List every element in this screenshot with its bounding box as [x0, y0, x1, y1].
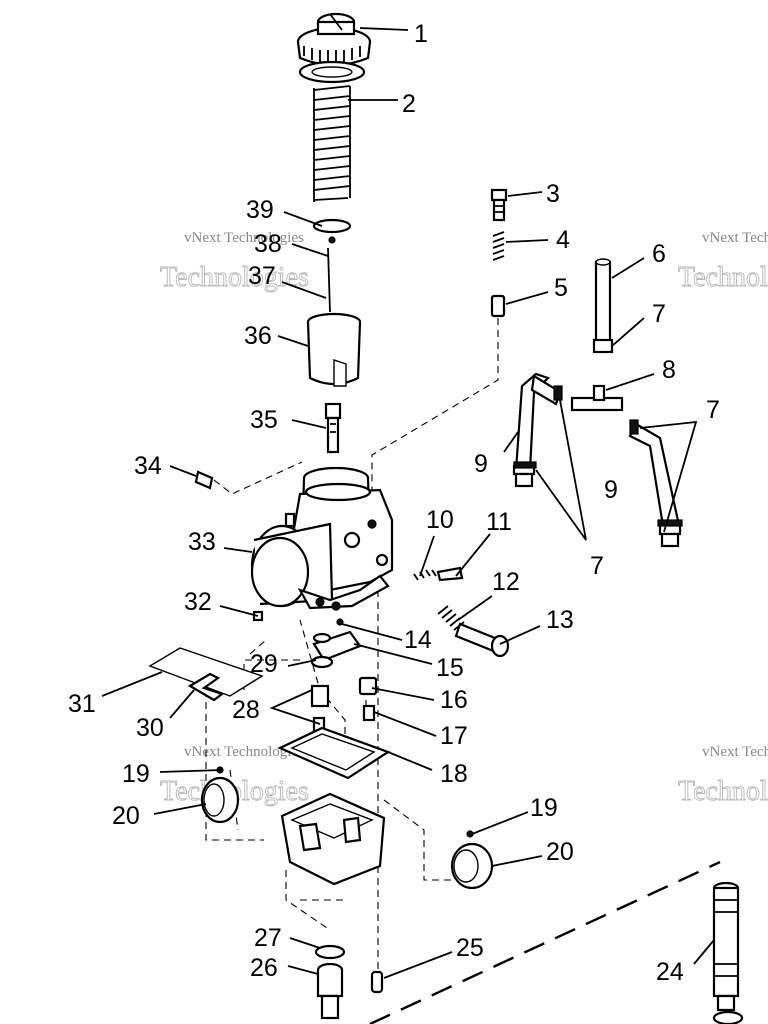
callout-4: 4: [556, 226, 570, 254]
part-27-washer: [314, 944, 346, 960]
leader-lines: [101, 27, 715, 979]
callout-10: 10: [426, 506, 454, 534]
part-20-cap-left: [200, 776, 240, 824]
svg-text:vNext Technologies: vNext Technologies: [184, 744, 304, 760]
callout-7-top: 7: [652, 300, 666, 328]
part-25-screw: [370, 970, 384, 994]
callout-18: 18: [440, 760, 468, 788]
part-7-hose-clamps: [513, 385, 683, 527]
part-6-vent-tube: [592, 258, 614, 354]
callout-12: 12: [492, 568, 520, 596]
svg-text:vNext Technologies: vNext Technologies: [702, 744, 768, 760]
callout-20-right: 20: [546, 838, 574, 866]
callout-7-right: 7: [706, 396, 720, 424]
callout-26: 26: [250, 954, 278, 982]
part-13-screw: [454, 622, 510, 658]
part-36-throttle-slide: [306, 312, 362, 387]
watermark-top-left: vNext Technologies Technologies: [160, 230, 310, 293]
part-17-jet: [362, 704, 376, 722]
part-20-cap-right: [450, 842, 494, 890]
part-24-tube: [712, 881, 744, 1024]
callout-36: 36: [244, 322, 272, 350]
part-5-plunger: [490, 294, 506, 318]
watermark-top-right: vNext Technologies Technologies: [678, 230, 768, 293]
svg-text:vNext Technologies: vNext Technologies: [184, 230, 304, 246]
callout-16: 16: [440, 686, 468, 714]
part-14-float-pin: [336, 618, 344, 626]
part-8-tee: [570, 384, 624, 412]
part-35-needle-jet: [324, 402, 342, 454]
callout-13: 13: [546, 606, 574, 634]
callout-19-right: 19: [530, 794, 558, 822]
part-18-bowl-gasket: [277, 726, 391, 780]
callout-14: 14: [404, 626, 432, 654]
callout-6: 6: [652, 240, 666, 268]
callout-25: 25: [456, 934, 484, 962]
callout-2: 2: [402, 90, 416, 118]
callout-38: 38: [254, 230, 282, 258]
callout-37: 37: [248, 262, 276, 290]
part-9-hose-right: [628, 422, 682, 548]
callout-19-left: 19: [122, 760, 150, 788]
part-26-drain-plug: [316, 962, 344, 1020]
callout-27: 27: [254, 924, 282, 952]
part-1-carb-cap: [296, 12, 372, 67]
part-9-hose-left: [512, 372, 562, 488]
callout-11: 11: [486, 508, 512, 536]
watermark-mid-right: vNext Technologies Technologies: [678, 744, 768, 807]
callout-34: 34: [134, 452, 162, 480]
part-4-spring: [492, 231, 505, 261]
callout-28: 28: [232, 696, 260, 724]
callout-9-right: 9: [604, 476, 618, 504]
callout-17: 17: [440, 722, 468, 750]
part-12-spring: [437, 605, 465, 631]
callout-3: 3: [546, 180, 560, 208]
carburetor-body: [250, 466, 394, 611]
part-10-spring: [413, 569, 437, 581]
svg-text:Technologies: Technologies: [678, 776, 768, 807]
callout-31: 31: [68, 690, 96, 718]
callout-35: 35: [250, 406, 278, 434]
callout-33: 33: [188, 528, 216, 556]
svg-text:vNext Technologies: vNext Technologies: [702, 230, 768, 246]
part-11-screw: [436, 566, 464, 582]
part-2-throttle-spring: [298, 60, 366, 202]
callout-15: 15: [436, 654, 464, 682]
callout-numbers: 1 2 3 4 5 6 7 8 7 9 9 7 10 11 12 13 14 1…: [68, 20, 720, 986]
part-3-screw: [490, 188, 508, 222]
callout-7-bottom: 7: [590, 552, 604, 580]
callout-5: 5: [554, 274, 568, 302]
callout-20-left: 20: [112, 802, 140, 830]
callout-9-left: 9: [474, 450, 488, 478]
callout-32: 32: [184, 588, 212, 616]
float-bowl: [280, 792, 386, 886]
callout-29: 29: [250, 650, 278, 678]
svg-text:Technologies: Technologies: [678, 262, 768, 293]
part-39-retainer: [312, 218, 352, 244]
callout-30: 30: [136, 714, 164, 742]
svg-text:Technologies: Technologies: [160, 262, 309, 293]
part-34-plug: [194, 470, 214, 490]
part-37-jet-needle: [327, 247, 331, 313]
part-29-needle-valve: [310, 632, 334, 669]
callout-8: 8: [662, 356, 676, 384]
part-30-bracket: [187, 672, 225, 702]
callout-1: 1: [414, 20, 428, 48]
part-16-jet: [358, 676, 378, 696]
callout-24: 24: [656, 958, 684, 986]
callout-39: 39: [246, 196, 274, 224]
